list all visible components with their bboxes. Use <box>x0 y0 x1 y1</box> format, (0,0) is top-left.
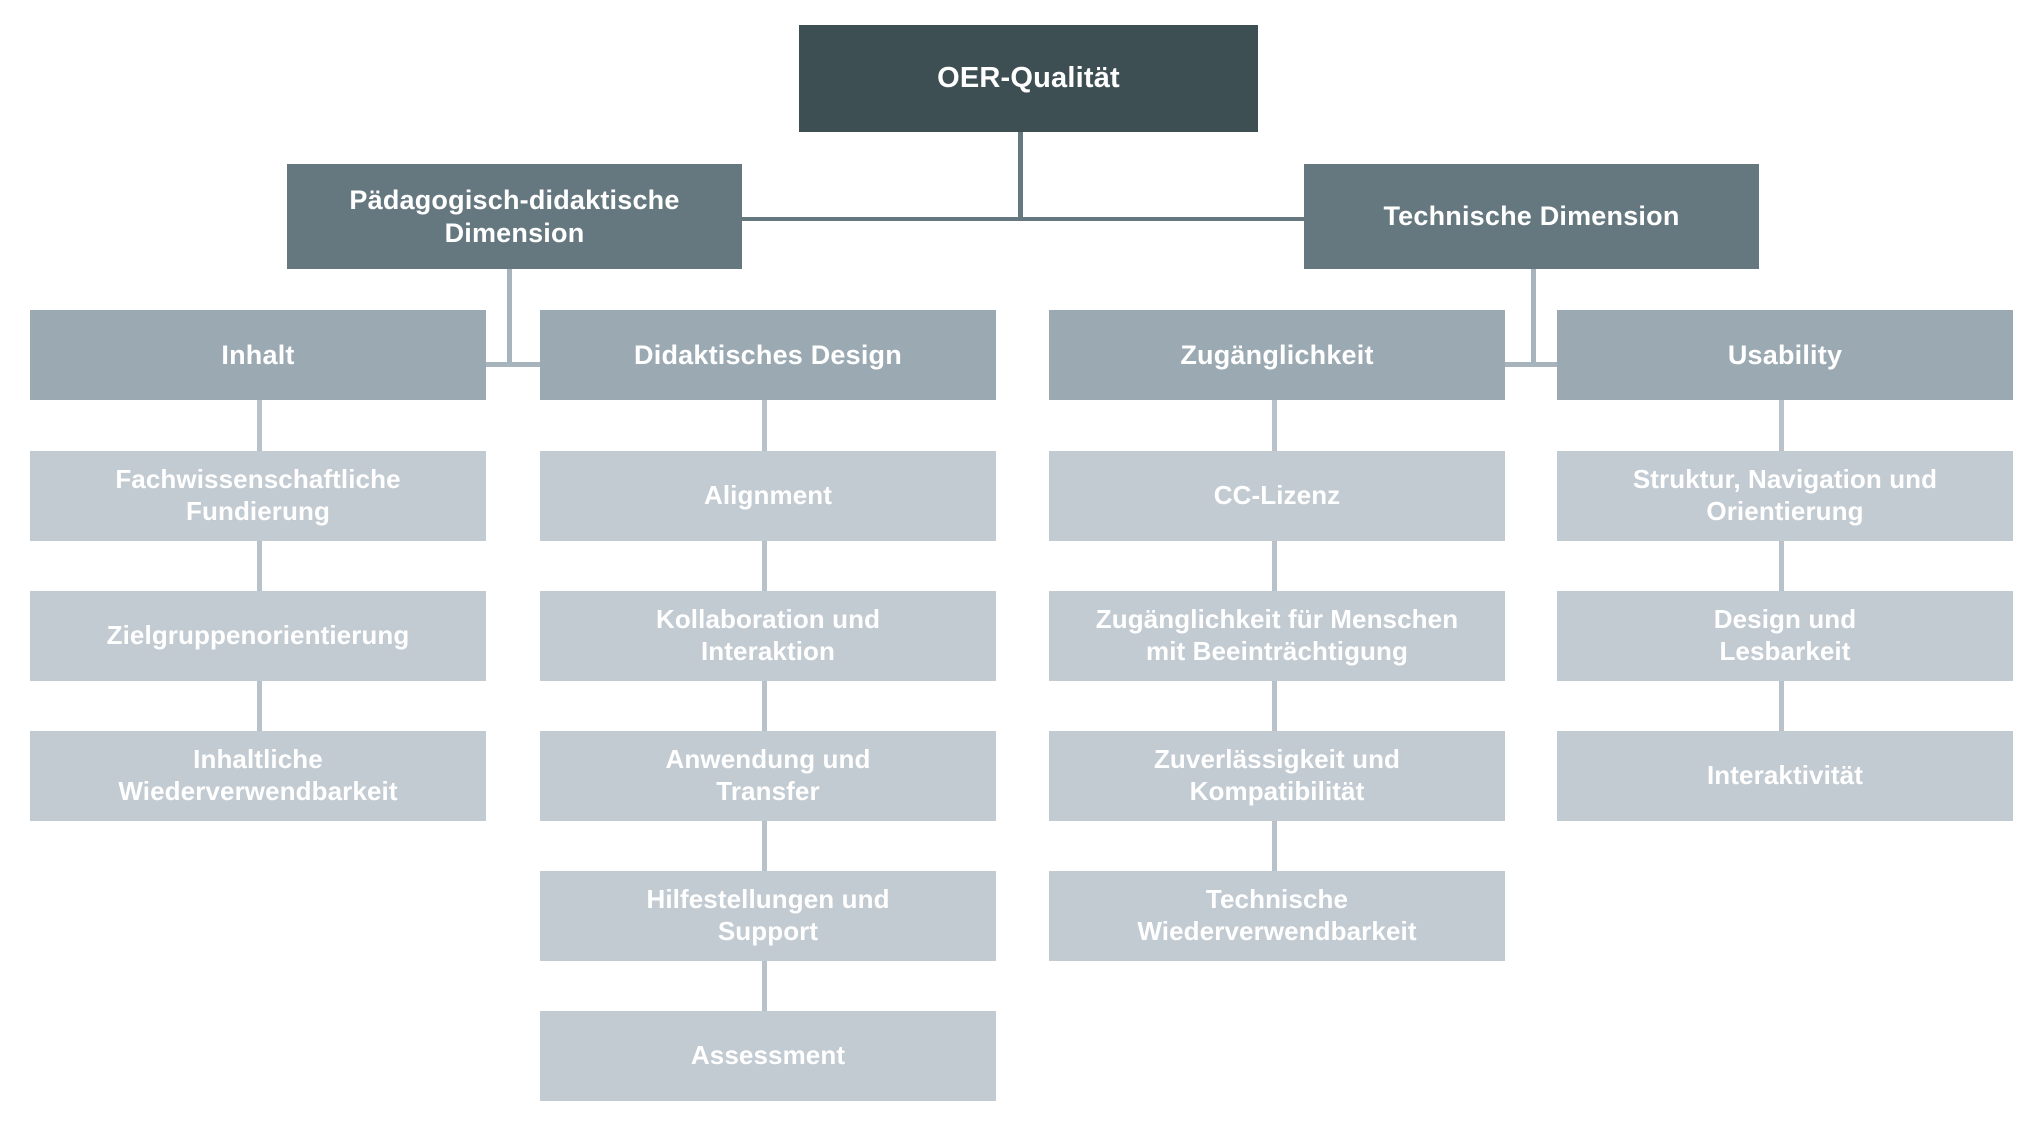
node-usability[interactable]: Usability <box>1557 310 2013 400</box>
connector-technical-bar <box>1274 362 1782 367</box>
connector-technical-stem <box>1531 269 1536 366</box>
connector-didaktik-chain-1 <box>762 400 767 452</box>
node-paedagogisch-didaktische-dimension[interactable]: Pädagogisch-didaktische Dimension <box>287 164 742 269</box>
connector-inhalt-chain-3 <box>257 680 262 732</box>
node-design-und-lesbarkeit[interactable]: Design und Lesbarkeit <box>1557 591 2013 681</box>
connector-zugaenglichkeit-chain-1 <box>1272 400 1277 452</box>
node-inhalt[interactable]: Inhalt <box>30 310 486 400</box>
node-assessment[interactable]: Assessment <box>540 1011 996 1101</box>
node-zielgruppenorientierung[interactable]: Zielgruppenorientierung <box>30 591 486 681</box>
connector-pedagogical-stem <box>507 269 512 366</box>
connector-root-bar <box>737 217 1308 221</box>
connector-didaktik-chain-5 <box>762 960 767 1012</box>
node-didaktisches-design[interactable]: Didaktisches Design <box>540 310 996 400</box>
connector-root-stem <box>1018 132 1023 221</box>
node-kollaboration-und-interaktion[interactable]: Kollaboration und Interaktion <box>540 591 996 681</box>
node-inhaltliche-wiederverwendbarkeit[interactable]: Inhaltliche Wiederverwendbarkeit <box>30 731 486 821</box>
node-cc-lizenz[interactable]: CC-Lizenz <box>1049 451 1505 541</box>
connector-inhalt-chain-2 <box>257 540 262 592</box>
node-anwendung-und-transfer[interactable]: Anwendung und Transfer <box>540 731 996 821</box>
node-zugaenglichkeit[interactable]: Zugänglichkeit <box>1049 310 1505 400</box>
connector-zugaenglichkeit-chain-3 <box>1272 680 1277 732</box>
node-technische-wiederverwendbarkeit[interactable]: Technische Wiederverwendbarkeit <box>1049 871 1505 961</box>
connector-pedagogical-bar <box>256 362 764 367</box>
connector-zugaenglichkeit-chain-2 <box>1272 540 1277 592</box>
connector-usability-chain-3 <box>1779 680 1784 732</box>
node-zuverlaessigkeit-und-kompatibilitaet[interactable]: Zuverlässigkeit und Kompatibilität <box>1049 731 1505 821</box>
node-interaktivitaet[interactable]: Interaktivität <box>1557 731 2013 821</box>
connector-usability-chain-1 <box>1779 400 1784 452</box>
connector-didaktik-chain-4 <box>762 820 767 872</box>
node-fachwissenschaftliche-fundierung[interactable]: Fachwissenschaftliche Fundierung <box>30 451 486 541</box>
connector-usability-chain-2 <box>1779 540 1784 592</box>
connector-inhalt-chain-1 <box>257 400 262 452</box>
node-zugaenglichkeit-fuer-menschen-mit-beeintraechtigung[interactable]: Zugänglichkeit für Menschen mit Beeinträ… <box>1049 591 1505 681</box>
node-technische-dimension[interactable]: Technische Dimension <box>1304 164 1759 269</box>
connector-zugaenglichkeit-chain-4 <box>1272 820 1277 872</box>
node-hilfestellungen-und-support[interactable]: Hilfestellungen und Support <box>540 871 996 961</box>
node-alignment[interactable]: Alignment <box>540 451 996 541</box>
node-struktur-navigation-und-orientierung[interactable]: Struktur, Navigation und Orientierung <box>1557 451 2013 541</box>
connector-didaktik-chain-2 <box>762 540 767 592</box>
connector-didaktik-chain-3 <box>762 680 767 732</box>
node-oer-qualitaet[interactable]: OER-Qualität <box>799 25 1258 132</box>
